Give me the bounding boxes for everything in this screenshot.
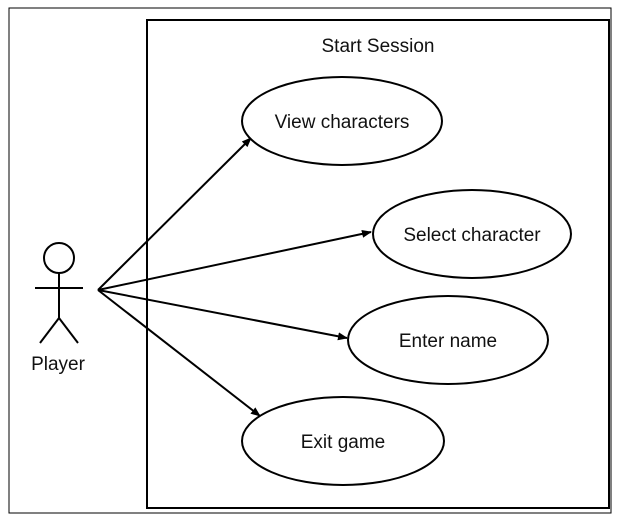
association-enter-name (97, 289, 348, 341)
system-boundary (146, 19, 610, 509)
use-case-select-character: Select character (372, 189, 572, 279)
outer-frame (8, 7, 612, 514)
use-case-enter-name: Enter name (347, 295, 549, 385)
use-case-label: Enter name (399, 331, 497, 352)
association-exit-game (97, 289, 261, 417)
actor-player (35, 242, 83, 344)
use-case-exit-game: Exit game (241, 396, 445, 486)
actor-label: Player (31, 354, 86, 375)
use-case-label: Exit game (301, 432, 385, 453)
association-view-characters (97, 137, 252, 291)
actor-right-leg (58, 317, 79, 344)
use-case-view-characters: View characters (241, 76, 443, 166)
actor-left-leg (39, 317, 60, 344)
use-case-label: Select character (403, 225, 541, 246)
use-case-label: View characters (275, 112, 410, 133)
association-select-character (97, 229, 372, 291)
system-title: Start Session (322, 36, 435, 57)
actor-head (43, 242, 75, 274)
